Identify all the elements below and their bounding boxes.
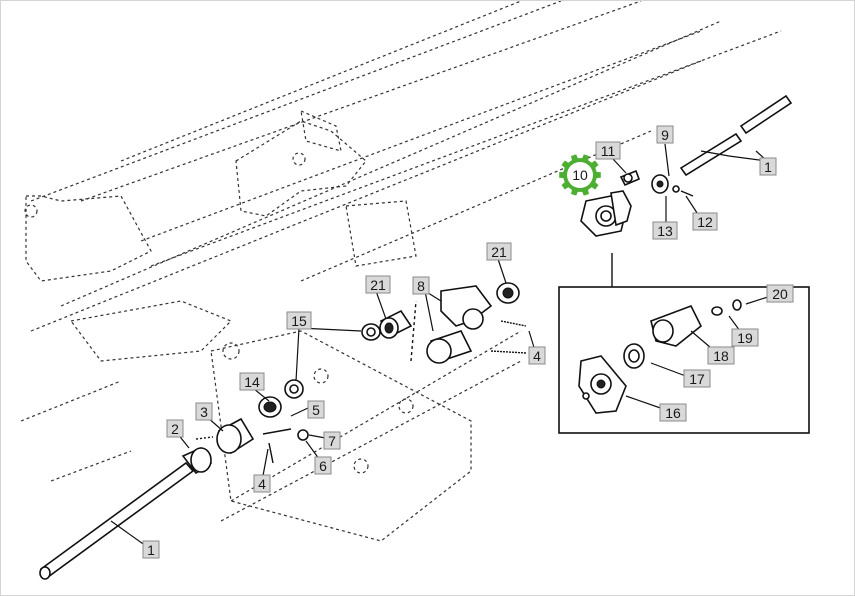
callout-5[interactable]: 5 xyxy=(307,400,325,419)
callout-8[interactable]: 8 xyxy=(412,276,430,295)
upper-right-assembly xyxy=(580,94,793,237)
svg-text:8: 8 xyxy=(417,278,425,294)
callout-17[interactable]: 17 xyxy=(683,369,711,388)
middle-assembly xyxy=(361,282,527,364)
detail-inset xyxy=(558,253,810,434)
callout-2[interactable]: 2 xyxy=(166,419,184,438)
callout-14[interactable]: 14 xyxy=(239,372,265,391)
svg-text:16: 16 xyxy=(665,405,681,421)
callout-7[interactable]: 7 xyxy=(323,431,341,450)
svg-text:2: 2 xyxy=(171,421,179,437)
callout-1-rods[interactable]: 1 xyxy=(759,157,777,176)
svg-text:14: 14 xyxy=(244,374,260,390)
svg-text:3: 3 xyxy=(200,404,208,420)
bracket-assembly xyxy=(181,379,309,475)
callout-21-left[interactable]: 21 xyxy=(365,275,391,294)
callout-4-upper[interactable]: 4 xyxy=(528,346,546,365)
svg-text:18: 18 xyxy=(713,348,729,364)
callout-10-number: 10 xyxy=(572,167,588,183)
svg-text:17: 17 xyxy=(689,371,705,387)
callout-18[interactable]: 18 xyxy=(707,346,735,365)
svg-text:1: 1 xyxy=(147,542,155,558)
callout-4-lower[interactable]: 4 xyxy=(253,474,271,493)
callout-labels: 1 1 2 3 4 4 5 6 xyxy=(142,125,794,559)
callout-10-highlighted[interactable]: 10 xyxy=(559,154,601,196)
machine-frame-outline xyxy=(20,1,782,542)
svg-text:4: 4 xyxy=(258,476,266,492)
svg-text:19: 19 xyxy=(737,330,753,346)
callout-12[interactable]: 12 xyxy=(692,212,718,231)
svg-text:12: 12 xyxy=(697,214,713,230)
gear-center xyxy=(567,162,593,188)
callout-6[interactable]: 6 xyxy=(314,456,332,475)
callout-1-shaft[interactable]: 1 xyxy=(142,540,160,559)
callout-11[interactable]: 11 xyxy=(595,141,621,160)
callout-20[interactable]: 20 xyxy=(766,284,794,303)
callout-19[interactable]: 19 xyxy=(731,328,759,347)
svg-text:13: 13 xyxy=(657,223,673,239)
svg-text:21: 21 xyxy=(370,277,386,293)
drive-shaft xyxy=(39,461,195,580)
svg-text:21: 21 xyxy=(491,244,507,260)
callout-13[interactable]: 13 xyxy=(652,221,678,240)
svg-text:6: 6 xyxy=(319,458,327,474)
callout-21-right[interactable]: 21 xyxy=(486,242,512,261)
svg-text:5: 5 xyxy=(312,402,320,418)
callout-3[interactable]: 3 xyxy=(195,402,213,421)
callout-16[interactable]: 16 xyxy=(659,403,687,422)
svg-text:4: 4 xyxy=(533,348,541,364)
callout-15[interactable]: 15 xyxy=(286,311,312,330)
svg-text:9: 9 xyxy=(661,127,669,143)
svg-text:15: 15 xyxy=(291,313,307,329)
svg-text:1: 1 xyxy=(764,159,772,175)
svg-text:20: 20 xyxy=(772,286,788,302)
highlight-gear-icon xyxy=(559,154,601,196)
svg-text:7: 7 xyxy=(328,433,336,449)
svg-text:11: 11 xyxy=(601,143,616,159)
callout-9[interactable]: 9 xyxy=(656,125,674,144)
